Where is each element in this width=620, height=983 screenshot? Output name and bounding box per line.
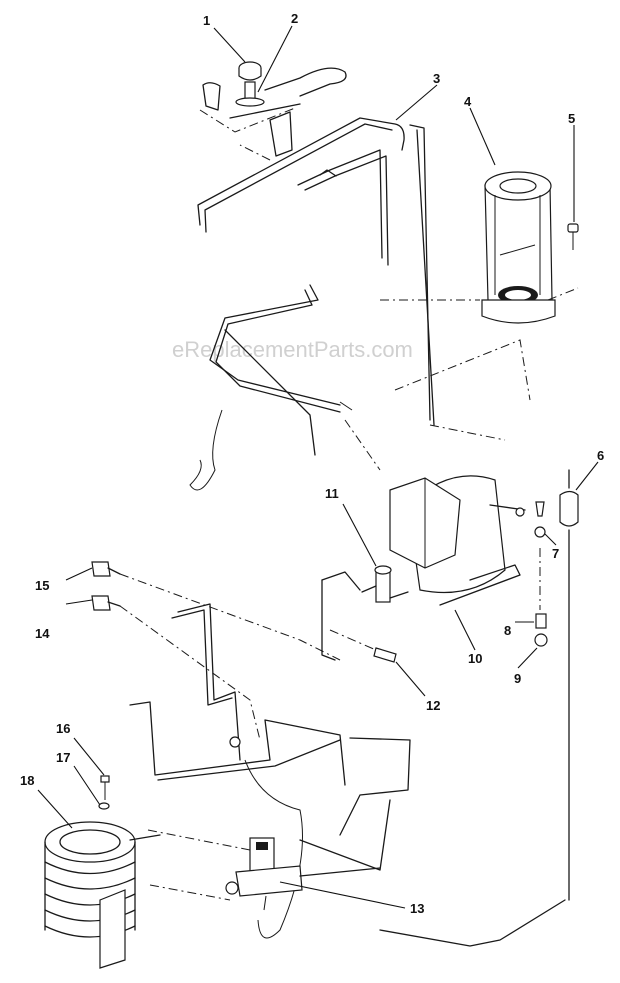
motor-cylinder xyxy=(380,171,579,324)
callout-4: 4 xyxy=(464,94,472,109)
callout-14: 14 xyxy=(35,626,50,641)
condenser-coil xyxy=(44,821,161,969)
callout-1: 1 xyxy=(203,13,210,28)
callout-11: 11 xyxy=(325,486,339,501)
capillary-fitting xyxy=(329,629,397,663)
callout-16: 16 xyxy=(56,721,70,736)
callout-leaders xyxy=(37,25,599,909)
solenoid-valve xyxy=(225,837,566,947)
callout-6: 6 xyxy=(597,448,604,463)
callout-18: 18 xyxy=(20,773,34,788)
tubing-lower xyxy=(129,603,411,939)
screw xyxy=(567,223,579,250)
fitting-valve xyxy=(321,565,409,661)
compressor xyxy=(389,475,526,606)
fittings-left xyxy=(91,561,341,741)
callout-15: 15 xyxy=(35,578,49,593)
filter-drier xyxy=(559,469,579,901)
callout-10: 10 xyxy=(468,651,482,666)
callout-labels: 1 2 3 4 5 6 7 8 9 10 11 12 13 14 15 16 1… xyxy=(20,11,604,916)
callout-5: 5 xyxy=(568,111,575,126)
small-fittings xyxy=(534,501,548,647)
valve-assembly xyxy=(199,61,347,161)
callout-7: 7 xyxy=(552,546,559,561)
callout-12: 12 xyxy=(426,698,440,713)
callout-9: 9 xyxy=(514,671,521,686)
callout-17: 17 xyxy=(56,750,70,765)
callout-8: 8 xyxy=(504,623,511,638)
callout-2: 2 xyxy=(291,11,298,26)
callout-13: 13 xyxy=(410,901,424,916)
callout-3: 3 xyxy=(433,71,440,86)
coil-screw xyxy=(98,775,110,810)
watermark: eReplacementParts.com xyxy=(172,337,413,362)
tubing-middle xyxy=(189,284,531,491)
